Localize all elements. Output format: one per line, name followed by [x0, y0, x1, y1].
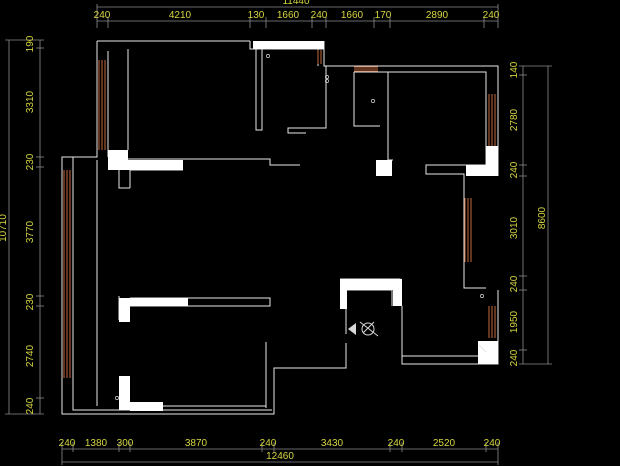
- top-dim-4: 1660: [277, 10, 300, 21]
- column-left-lower: [119, 376, 130, 410]
- wall-stub-left-middle: [130, 298, 188, 306]
- top-dim-5: 240: [311, 10, 328, 21]
- lower-room-walls: [118, 169, 482, 408]
- bottom-dim-7: 240: [388, 438, 405, 449]
- column-top-center: [253, 41, 324, 49]
- window-bathroom-top: [317, 50, 322, 64]
- bottom-dim-2: 1380: [85, 438, 108, 449]
- window-east-lower: [488, 306, 496, 338]
- bottom-dim-8: 2520: [433, 438, 456, 449]
- column-entry-right: [393, 279, 402, 306]
- top-dim-3: 130: [248, 10, 265, 21]
- window-kitchen-top: [354, 66, 378, 72]
- top-dim-7: 170: [375, 10, 392, 21]
- top-dim-8: 2890: [426, 10, 449, 21]
- right-dim-1: 140: [509, 61, 520, 78]
- bottom-dim-9: 240: [484, 438, 501, 449]
- entry-door-icon: [361, 322, 375, 336]
- column-right-lower: [478, 341, 498, 364]
- top-dim-9: 240: [483, 10, 500, 21]
- right-dim-4: 3010: [509, 216, 520, 239]
- bottom-dim-1: 240: [59, 438, 76, 449]
- left-dim-2: 3310: [25, 90, 36, 113]
- top-dim-2: 4210: [169, 10, 192, 21]
- top-total-dimension: 11440: [282, 0, 310, 7]
- column-center-right: [376, 160, 392, 176]
- window-right-bedroom: [488, 94, 496, 146]
- column-left-upper: [108, 150, 128, 170]
- left-dim-7: 240: [25, 397, 36, 414]
- bottom-dimension-chain: 240 1380 300 3870 240 3430 240 2520 240 …: [59, 438, 501, 465]
- right-dim-6: 1950: [509, 310, 520, 333]
- floor-drain-marker: [371, 99, 375, 103]
- right-dim-2: 2780: [509, 108, 520, 131]
- left-dimension-chain: 10710 190 3310 230 3770 230 2740 240: [0, 35, 44, 415]
- top-dim-6: 1660: [341, 10, 364, 21]
- bottom-dim-3: 300: [117, 438, 134, 449]
- bedroom-left-walls: [96, 49, 300, 406]
- floor-drain-marker: [266, 54, 270, 58]
- window-living-room-west: [63, 170, 71, 378]
- window-left-bedroom: [98, 60, 106, 150]
- windows: [63, 50, 496, 378]
- bottom-total-dimension: 12460: [266, 451, 294, 462]
- outer-wall-outline: [61, 40, 499, 415]
- wall-stub-entry-top: [340, 279, 400, 290]
- wall-outlines: [61, 40, 499, 415]
- left-dim-5: 230: [25, 293, 36, 310]
- right-total-dimension: 8600: [537, 206, 548, 229]
- left-dim-1: 190: [25, 35, 36, 52]
- window-east-middle: [464, 198, 472, 262]
- bedroom-right-walls: [388, 71, 487, 289]
- column-right-upper-h: [466, 165, 498, 176]
- left-dim-6: 2740: [25, 344, 36, 367]
- fixtures: [115, 54, 487, 400]
- entry-arrow-icon: [348, 323, 356, 335]
- structural-columns: [108, 41, 498, 411]
- left-dim-4: 3770: [25, 220, 36, 243]
- top-dimension-chain: 11440 240 4210 130 1660 240 1660 170 289…: [94, 0, 500, 28]
- bottom-dim-4: 3870: [185, 438, 208, 449]
- right-dim-5: 240: [509, 275, 520, 292]
- left-total-dimension: 10710: [0, 214, 9, 242]
- entrance-symbol: [348, 321, 379, 337]
- left-dim-3: 230: [25, 153, 36, 170]
- column-left-middle: [119, 298, 130, 322]
- column-entry-left: [340, 279, 347, 309]
- floor-drain-marker: [325, 75, 329, 79]
- wall-stub-left-upper: [128, 160, 183, 170]
- bottom-dim-6: 3430: [321, 438, 344, 449]
- right-dimension-chain: 140 2780 240 3010 240 1950 240 8600: [509, 61, 552, 366]
- floor-drain-marker: [325, 79, 329, 83]
- wall-stub-left-lower: [130, 402, 163, 411]
- right-dim-3: 240: [509, 161, 520, 178]
- floor-drain-marker: [115, 396, 119, 400]
- bottom-dim-5: 240: [260, 438, 277, 449]
- right-dim-7: 240: [509, 349, 520, 366]
- meter-box-marker: [478, 344, 487, 353]
- top-dim-1: 240: [94, 10, 111, 21]
- floor-drain-marker: [480, 294, 484, 298]
